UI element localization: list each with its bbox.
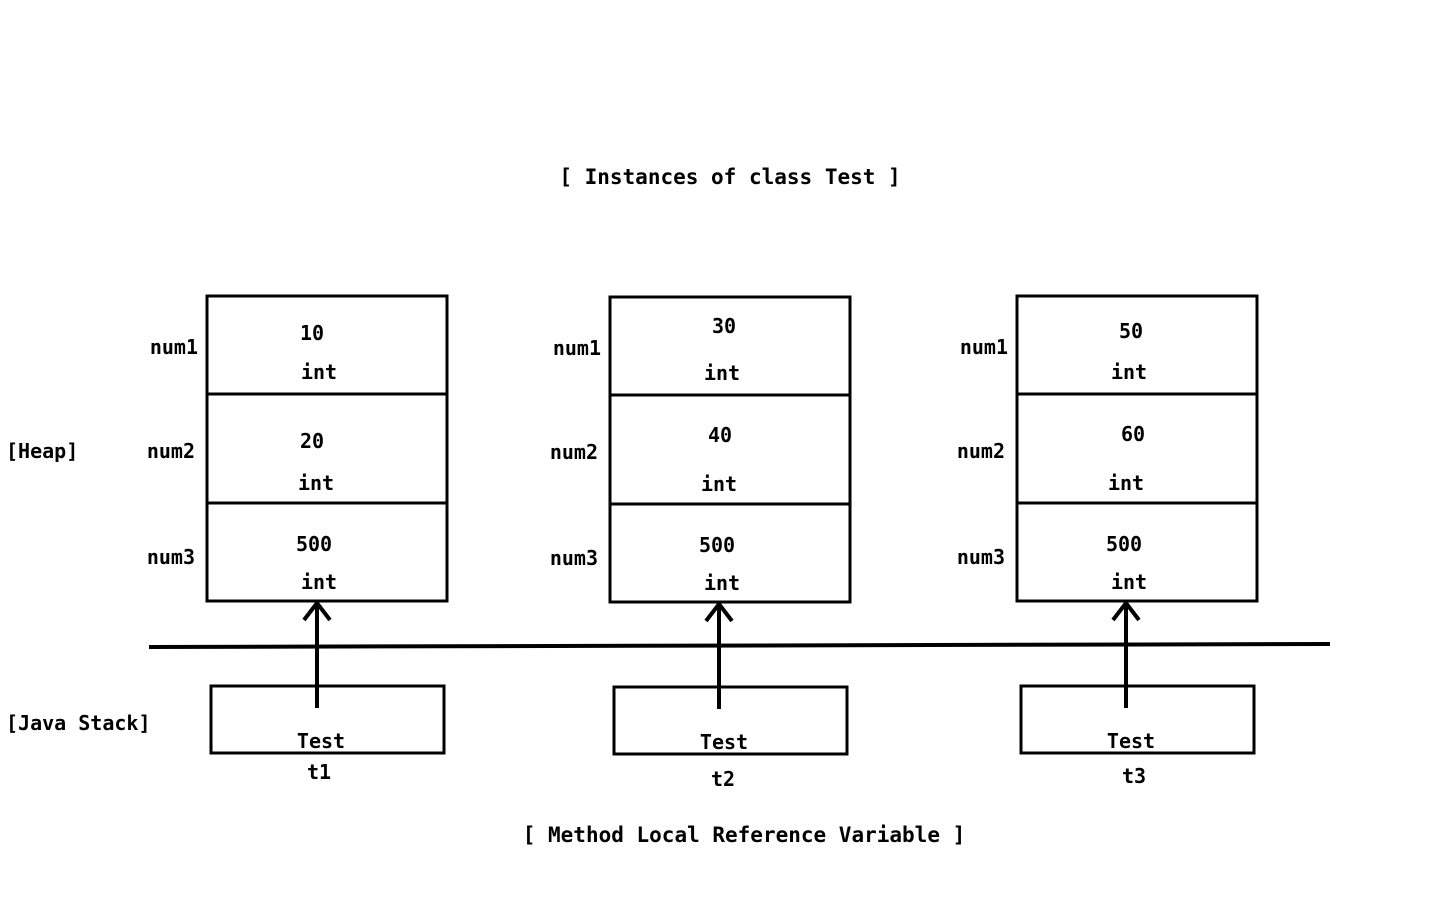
field-type: int bbox=[301, 360, 337, 384]
field-value: 10 bbox=[300, 321, 324, 345]
heap-stack-divider bbox=[148, 642, 1331, 649]
field-type: int bbox=[704, 361, 740, 385]
reference-type: Test bbox=[1107, 729, 1155, 753]
reference-name: t2 bbox=[711, 767, 735, 791]
field-type: int bbox=[701, 472, 737, 496]
reference-box bbox=[612, 685, 849, 756]
reference-name: t1 bbox=[307, 760, 331, 784]
reference-name: t3 bbox=[1122, 764, 1146, 788]
field-name: num3 bbox=[550, 546, 598, 570]
field-name: num1 bbox=[553, 336, 601, 360]
reference-box bbox=[1019, 684, 1256, 755]
field-type: int bbox=[1108, 471, 1144, 495]
object-box bbox=[608, 295, 852, 604]
reference-arrow bbox=[704, 600, 734, 709]
field-value: 60 bbox=[1121, 422, 1145, 446]
reference-arrow bbox=[302, 599, 332, 708]
field-value: 30 bbox=[712, 314, 736, 338]
field-type: int bbox=[704, 571, 740, 595]
object-t1: num1 10 int num2 20 int num3 500 int Tes… bbox=[147, 294, 449, 784]
reference-arrow bbox=[1111, 599, 1141, 708]
field-value: 40 bbox=[708, 423, 732, 447]
field-type: int bbox=[301, 570, 337, 594]
field-name: num2 bbox=[550, 440, 598, 464]
field-value: 500 bbox=[1106, 532, 1142, 556]
object-box bbox=[205, 294, 449, 603]
object-t2: num1 30 int num2 40 int num3 500 int Tes… bbox=[550, 295, 852, 791]
field-name: num2 bbox=[147, 439, 195, 463]
object-box bbox=[1015, 294, 1259, 603]
heap-title: [ Instances of class Test ] bbox=[559, 165, 900, 189]
field-type: int bbox=[298, 471, 334, 495]
stack-region-label: [Java Stack] bbox=[6, 711, 151, 735]
field-name: num3 bbox=[957, 545, 1005, 569]
field-name: num1 bbox=[960, 335, 1008, 359]
field-name: num3 bbox=[147, 545, 195, 569]
heap-region-label: [Heap] bbox=[6, 439, 78, 463]
field-value: 20 bbox=[300, 429, 324, 453]
field-name: num2 bbox=[957, 439, 1005, 463]
reference-type: Test bbox=[297, 729, 345, 753]
stack-caption: [ Method Local Reference Variable ] bbox=[523, 823, 966, 847]
field-value: 500 bbox=[699, 533, 735, 557]
field-type: int bbox=[1111, 360, 1147, 384]
field-value: 500 bbox=[296, 532, 332, 556]
field-type: int bbox=[1111, 570, 1147, 594]
object-t3: num1 50 int num2 60 int num3 500 int Tes… bbox=[957, 294, 1259, 788]
field-value: 50 bbox=[1119, 319, 1143, 343]
reference-type: Test bbox=[700, 730, 748, 754]
field-name: num1 bbox=[150, 335, 198, 359]
reference-box bbox=[209, 684, 446, 755]
